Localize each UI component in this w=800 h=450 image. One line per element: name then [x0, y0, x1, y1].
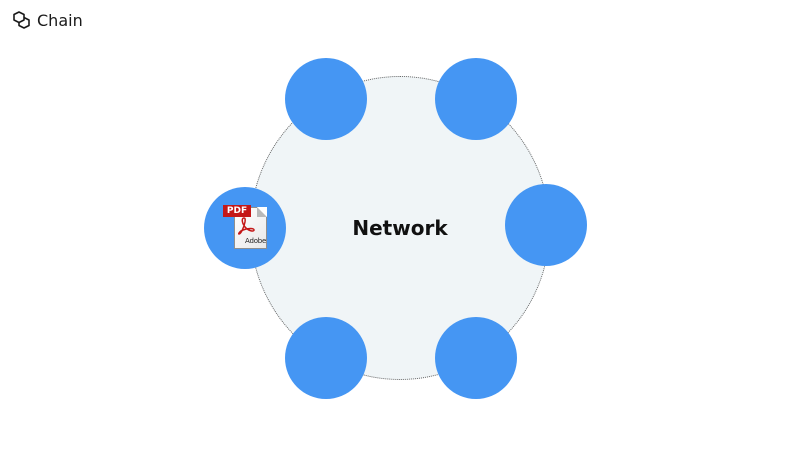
pdf-file-icon: PDF Adobe — [221, 202, 271, 254]
node-right — [505, 184, 587, 266]
node-bottom-right — [435, 317, 517, 399]
chain-logo-icon — [13, 11, 30, 29]
pdf-banner: PDF — [223, 205, 251, 217]
acrobat-swirl-icon — [238, 217, 255, 235]
brand-logo[interactable]: Chain — [12, 10, 83, 30]
brand-name: Chain — [37, 10, 83, 30]
node-left: PDF Adobe — [204, 187, 286, 269]
pdf-page-fold — [257, 207, 267, 217]
node-top-right — [435, 58, 517, 140]
node-top-left — [285, 58, 367, 140]
pdf-adobe-caption: Adobe — [245, 237, 267, 245]
network-label: Network — [352, 216, 448, 240]
node-bottom-left — [285, 317, 367, 399]
